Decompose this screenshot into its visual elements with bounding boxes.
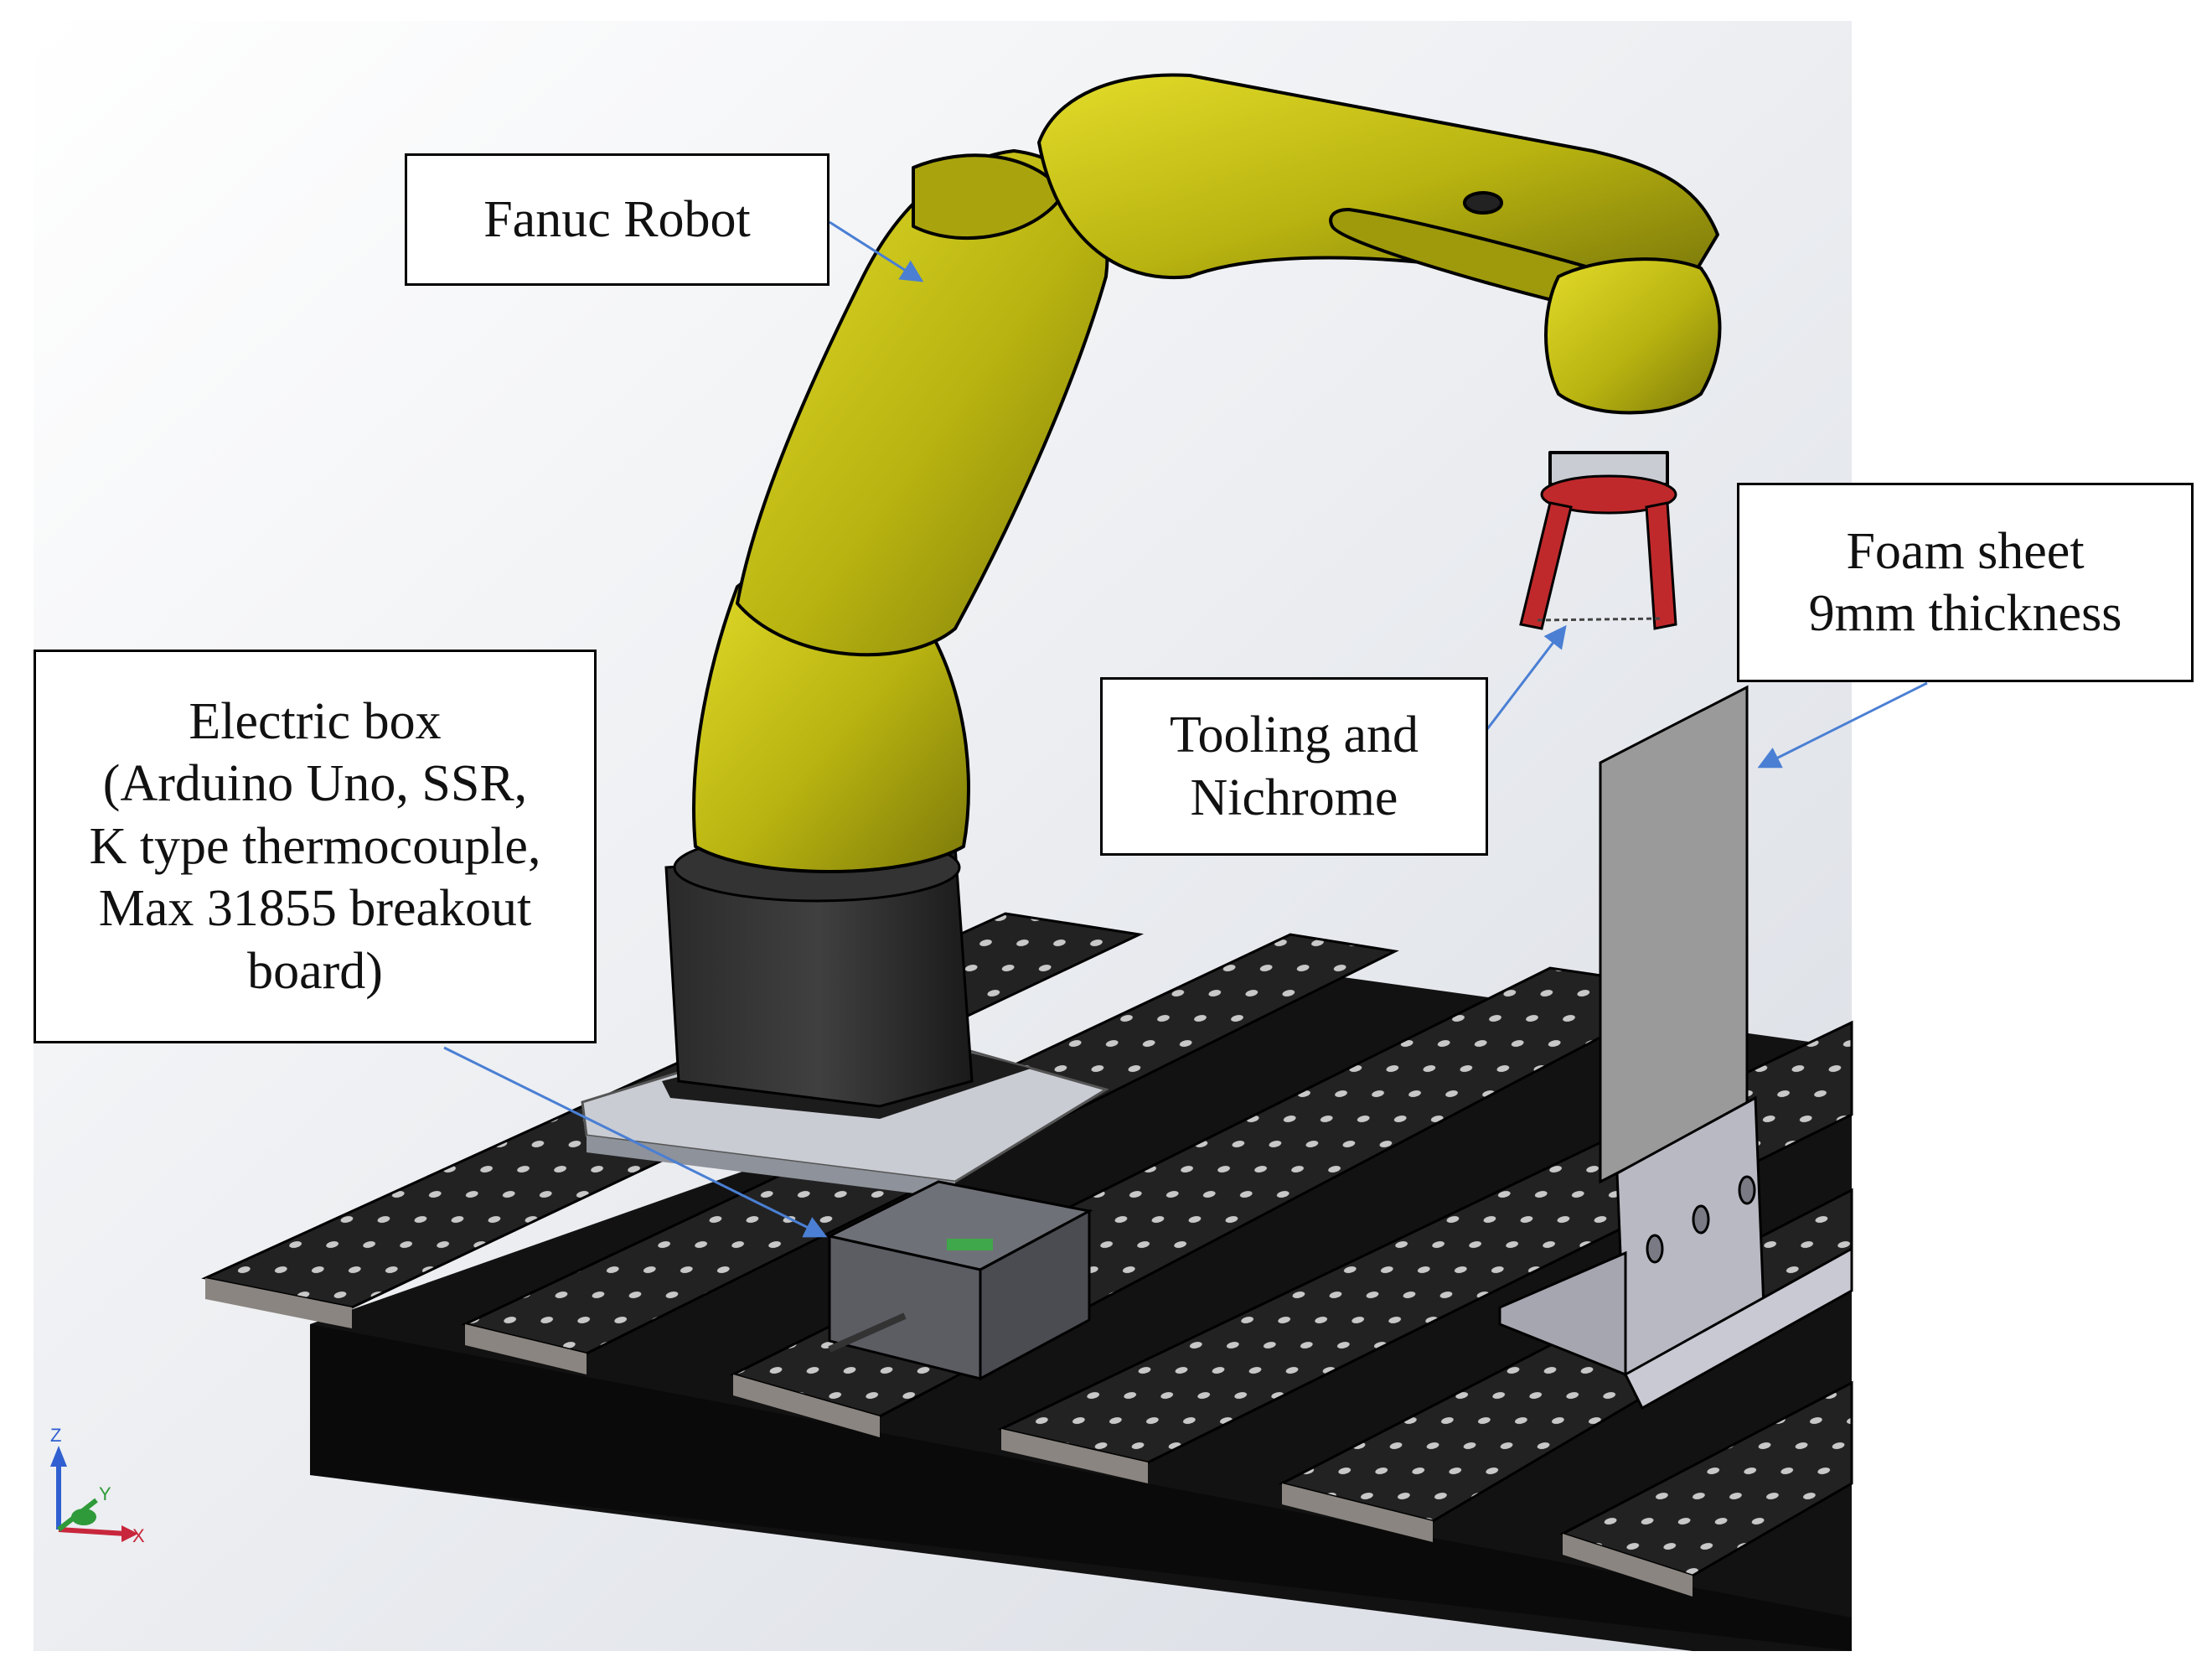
axis-triad: Z Y X xyxy=(50,1425,145,1546)
callout-electric-box-line5: board) xyxy=(247,942,383,1000)
axis-y-label: Y xyxy=(99,1483,111,1504)
callout-foam-sheet: Foam sheet 9mm thickness xyxy=(1737,483,2194,682)
callout-tooling-line1: Tooling and xyxy=(1169,707,1419,764)
robot-base xyxy=(581,832,1109,1198)
gripper-tooling xyxy=(1519,474,1677,630)
callout-electric-box-line2: (Arduino Uno, SSR, xyxy=(102,755,528,813)
callout-fanuc-robot: Fanuc Robot xyxy=(405,153,830,286)
callout-electric-box: Electric box (Arduino Uno, SSR, K type t… xyxy=(34,650,597,1043)
arrow-to-tooling xyxy=(1486,624,1567,730)
callout-electric-box-line4: Max 31855 breakout xyxy=(98,880,532,938)
callout-electric-box-line1: Electric box xyxy=(189,693,442,751)
callout-foam-sheet-line2: 9mm thickness xyxy=(1808,585,2122,642)
arrow-to-foam xyxy=(1757,681,1928,769)
arrow-to-electric-box xyxy=(443,1046,828,1238)
electric-box xyxy=(825,1180,1093,1381)
callout-fanuc-robot-text: Fanuc Robot xyxy=(483,190,751,248)
callout-tooling-line2: Nichrome xyxy=(1190,769,1398,826)
callout-electric-box-line3: K type thermocouple, xyxy=(89,817,541,875)
foam-sheet-fixture xyxy=(1498,685,1853,1411)
callout-tooling: Tooling and Nichrome xyxy=(1100,677,1488,856)
callout-foam-sheet-line1: Foam sheet xyxy=(1846,522,2085,580)
axis-z-label: Z xyxy=(50,1425,61,1446)
axis-x-label: X xyxy=(132,1525,145,1546)
arrow-to-robot xyxy=(829,220,924,282)
pointer-arrows xyxy=(443,220,1928,1238)
fanuc-robot-arm xyxy=(692,73,1722,873)
